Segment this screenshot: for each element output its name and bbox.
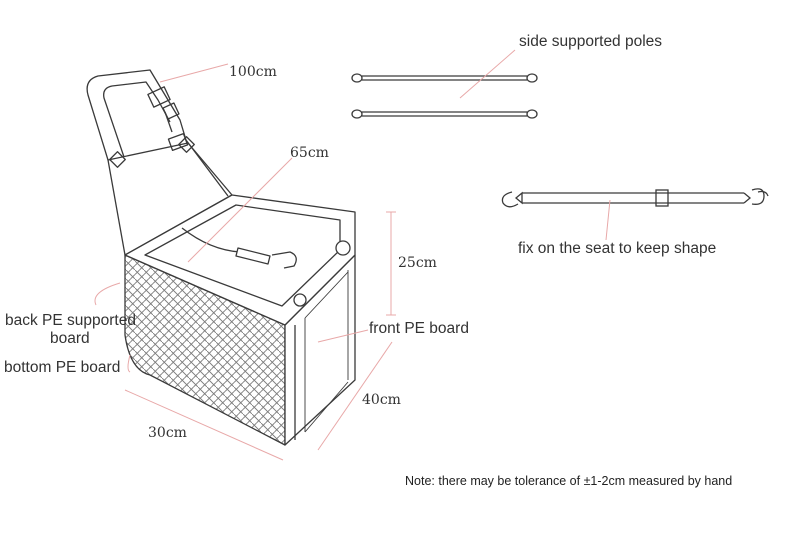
carrier-box xyxy=(124,194,356,446)
front-board-label: front PE board xyxy=(369,320,469,337)
leader-lines xyxy=(94,49,611,461)
bottom-board-label: bottom PE board xyxy=(4,359,121,376)
seat-width-label: 65cm xyxy=(290,145,329,161)
strap-length-label: 100cm xyxy=(229,64,277,80)
back-board-label-line2: board xyxy=(50,330,90,347)
fix-bar-label: fix on the seat to keep shape xyxy=(518,240,717,257)
headrest-strap xyxy=(86,69,229,197)
side-pole-2 xyxy=(351,109,538,119)
fix-bar xyxy=(501,188,769,208)
back-board-label-line1: back PE supported xyxy=(5,312,136,329)
width-label: 30cm xyxy=(148,425,187,441)
tolerance-note: Note: there may be tolerance of ±1-2cm m… xyxy=(405,474,733,488)
side-pole-1 xyxy=(351,73,538,83)
length-label: 40cm xyxy=(362,392,401,408)
side-poles-label: side supported poles xyxy=(519,33,663,50)
height-label: 25cm xyxy=(398,255,437,271)
